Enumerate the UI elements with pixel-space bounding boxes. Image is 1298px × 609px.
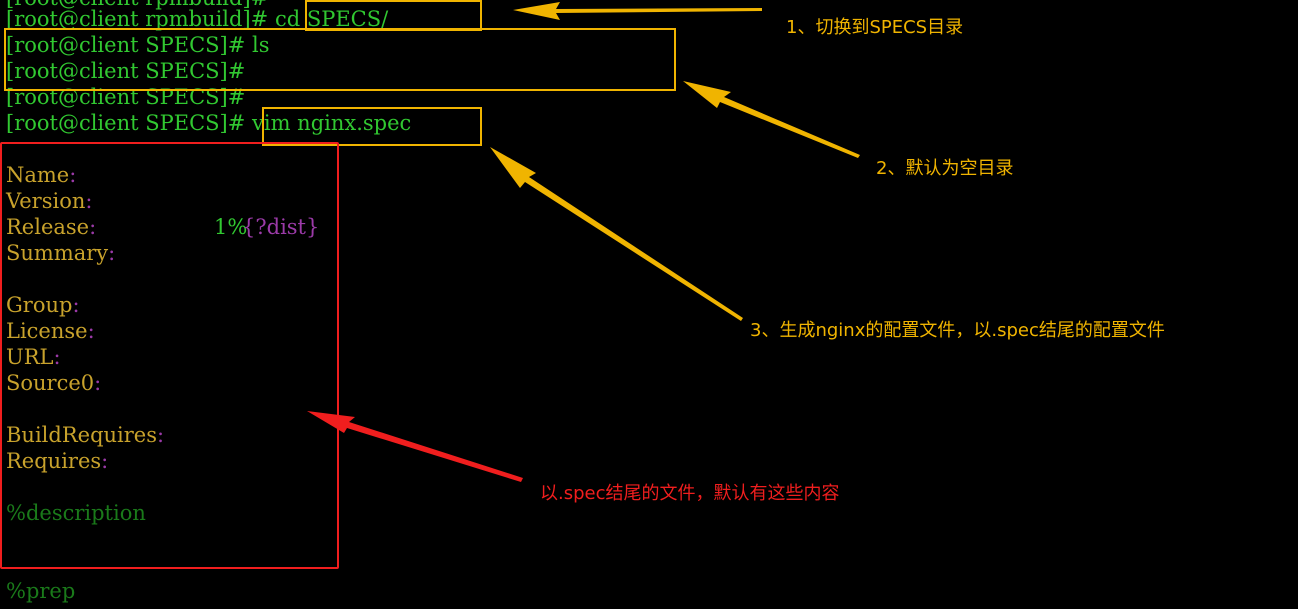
- spec-field-version: Version:: [6, 189, 93, 213]
- highlight-box-vim: [262, 107, 482, 146]
- arrow-1: [513, 2, 762, 20]
- spec-field-release: Release:1%{?dist}: [6, 215, 320, 239]
- highlight-box-cd: [305, 0, 482, 31]
- spec-field-url: URL:: [6, 345, 61, 369]
- highlight-box-ls: [4, 28, 676, 91]
- terminal-line-cd: [root@client rpmbuild]# cd SPECS/: [6, 7, 389, 31]
- highlight-box-spec-content: [0, 142, 339, 569]
- terminal-line-vim: [root@client SPECS]# vim nginx.spec: [6, 111, 412, 135]
- spec-field-source0: Source0:: [6, 371, 102, 395]
- spec-section-description: %description: [6, 501, 146, 525]
- spec-field-group: Group:: [6, 293, 80, 317]
- spec-field-summary: Summary:: [6, 241, 116, 265]
- annotation-spec-content: 以.spec结尾的文件，默认有这些内容: [540, 483, 840, 504]
- spec-field-license: License:: [6, 319, 95, 343]
- annotation-step-3: 3、生成nginx的配置文件，以.spec结尾的配置文件: [750, 320, 1165, 341]
- annotation-step-2: 2、默认为空目录: [876, 158, 1014, 179]
- spec-section-prep: %prep: [6, 579, 76, 603]
- terminal-line-ls: [root@client SPECS]# ls: [6, 33, 270, 57]
- arrow-3: [490, 147, 743, 321]
- spec-field-buildrequires: BuildRequires:: [6, 423, 165, 447]
- spec-field-requires: Requires:: [6, 449, 109, 473]
- arrow-4: [307, 411, 523, 482]
- terminal-line-partial: [root@client rpmbuild]#: [6, 0, 268, 11]
- annotation-step-1: 1、切换到SPECS目录: [786, 17, 964, 38]
- terminal-line-empty-1: [root@client SPECS]#: [6, 59, 246, 83]
- arrow-2: [683, 81, 860, 158]
- spec-field-name: Name:: [6, 163, 77, 187]
